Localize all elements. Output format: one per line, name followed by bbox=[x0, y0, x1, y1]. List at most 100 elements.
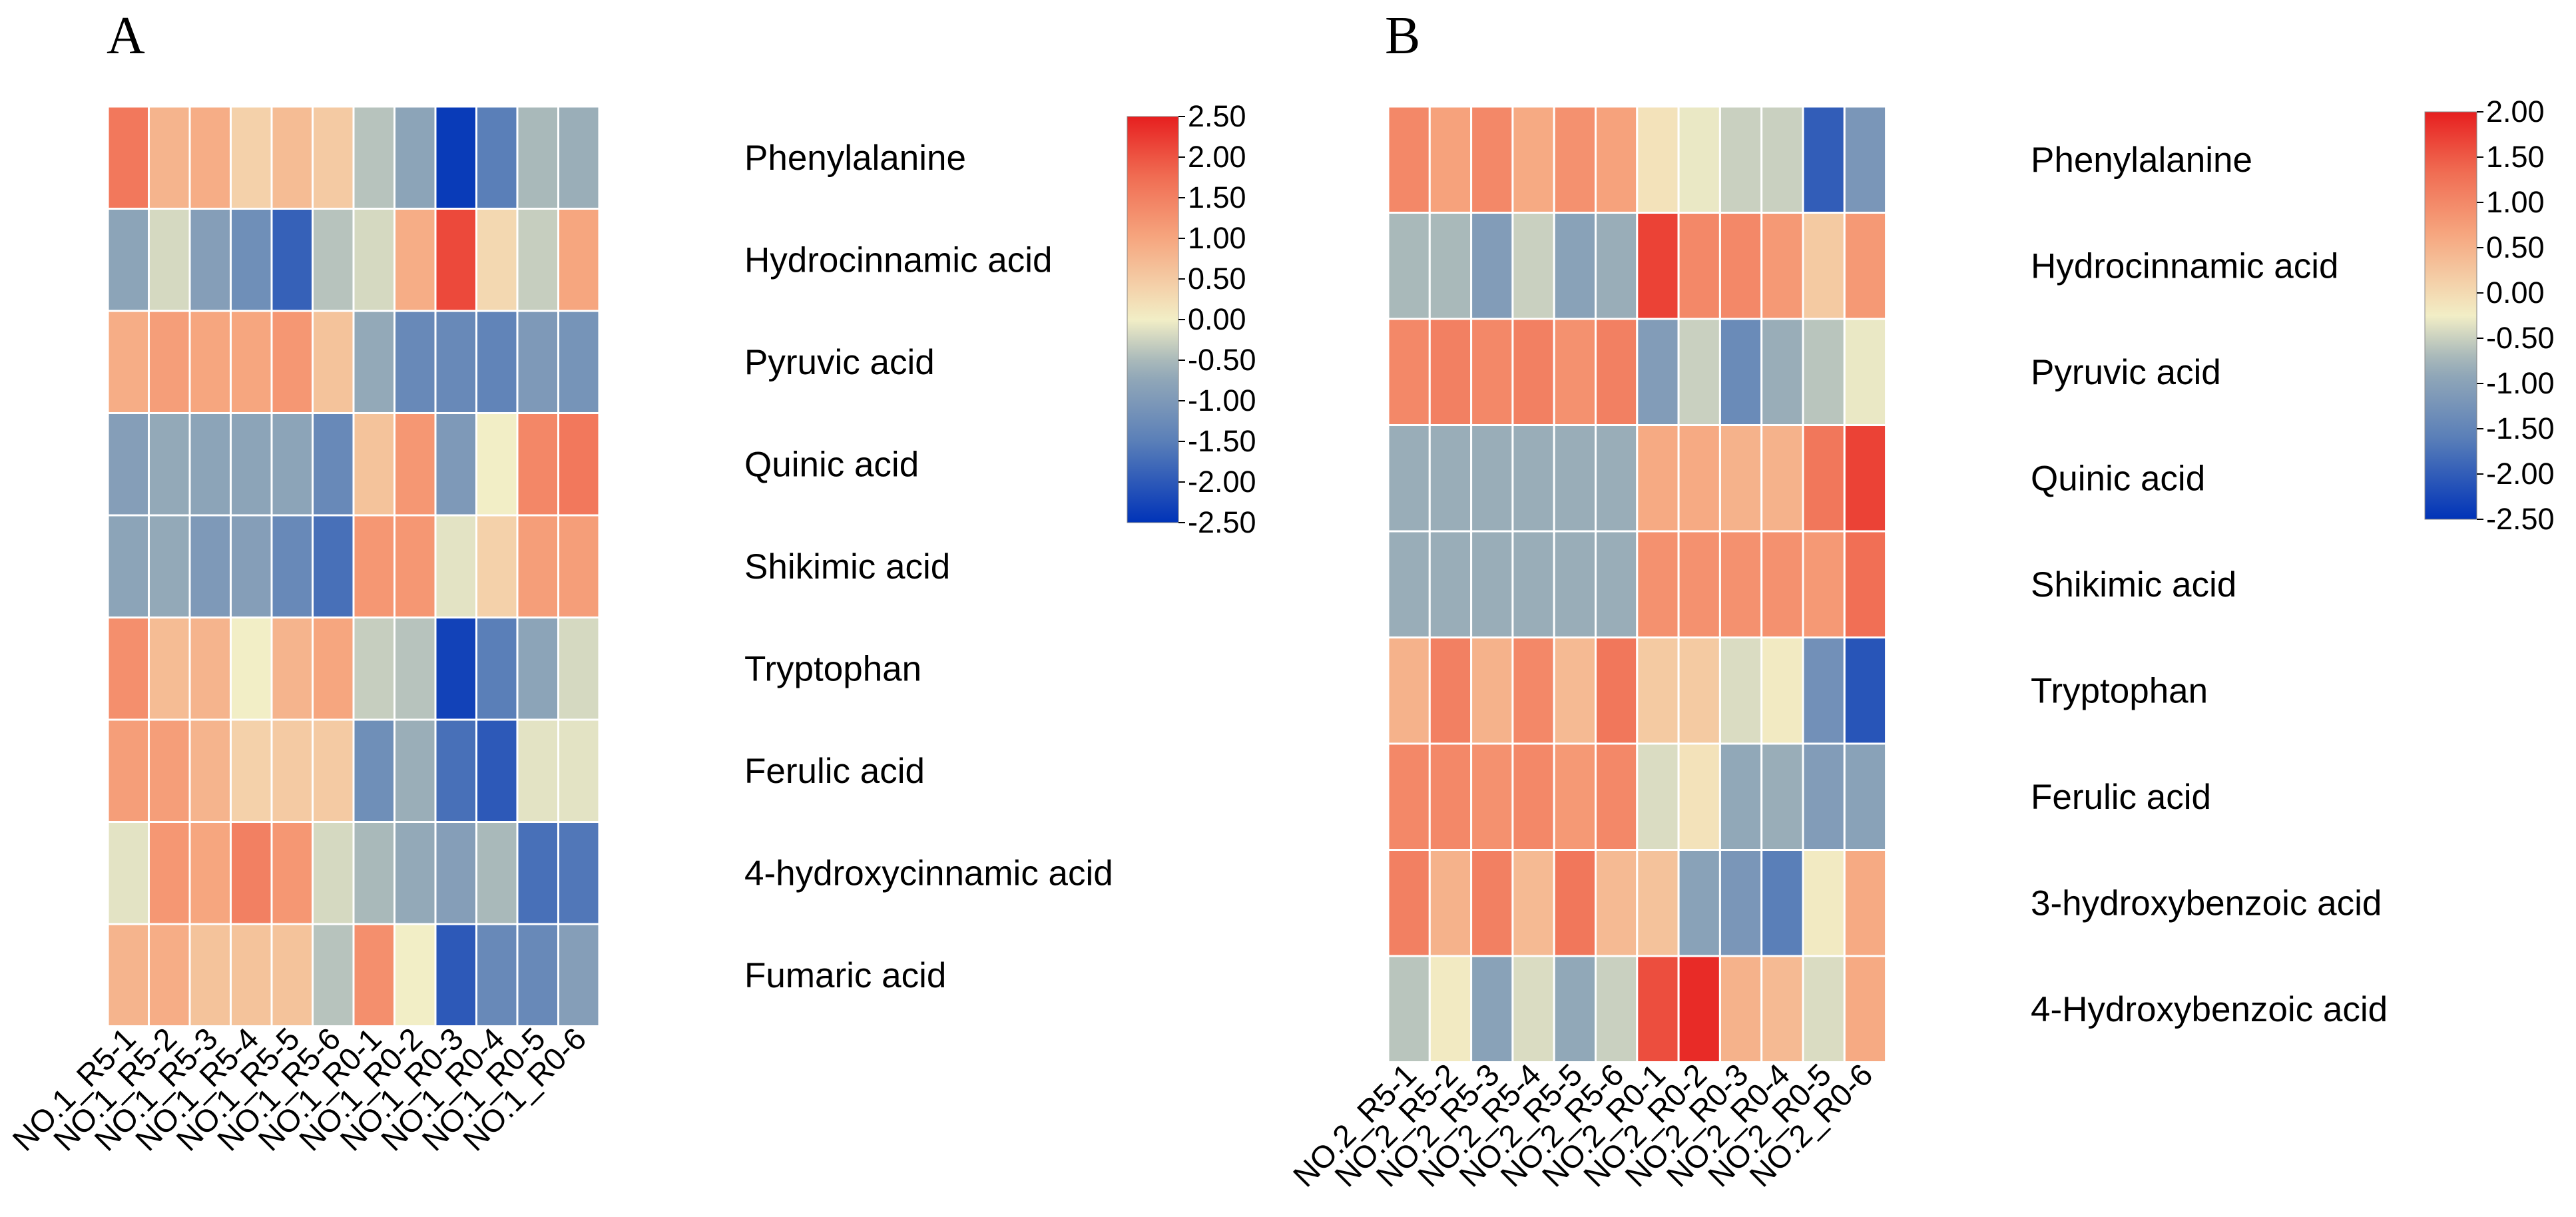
heatmap-cell bbox=[230, 105, 273, 210]
heatmap-cell bbox=[188, 105, 232, 210]
heatmap-cell bbox=[1387, 955, 1431, 1063]
heatmap-cell bbox=[1843, 955, 1888, 1063]
heatmap-cell bbox=[188, 616, 232, 721]
row-label: Fumaric acid bbox=[744, 956, 946, 995]
heatmap-cell bbox=[1718, 212, 1763, 320]
heatmap-cell bbox=[516, 310, 559, 414]
heatmap-cell bbox=[1677, 424, 1721, 533]
heatmap-cell bbox=[1595, 742, 1639, 851]
heatmap-cell bbox=[1843, 212, 1888, 320]
row-label: Shikimic acid bbox=[2031, 565, 2236, 605]
heatmap-cell bbox=[1802, 212, 1846, 320]
heatmap-cell bbox=[148, 923, 191, 1027]
heatmap-cell bbox=[1843, 105, 1888, 214]
colorbar-tick-label: -1.00 bbox=[1188, 383, 1256, 417]
row-label: Pyruvic acid bbox=[744, 343, 935, 382]
heatmap-cell bbox=[1387, 105, 1431, 214]
heatmap-cell bbox=[1387, 849, 1431, 957]
heatmap-cell bbox=[1718, 530, 1763, 638]
heatmap-cell bbox=[270, 105, 314, 210]
heatmap-cell bbox=[475, 208, 519, 312]
heatmap-cell bbox=[107, 821, 150, 925]
heatmap-cell bbox=[475, 514, 519, 618]
colorbar-b: 2.001.501.000.500.00-0.50-1.00-1.50-2.00… bbox=[2424, 95, 2555, 536]
heatmap-cell bbox=[1553, 318, 1597, 426]
heatmap-cell bbox=[1387, 742, 1431, 851]
colorbar-tick-label: -2.50 bbox=[1188, 505, 1256, 539]
heatmap-cell bbox=[1718, 318, 1763, 426]
heatmap-cell bbox=[352, 616, 395, 721]
heatmap-cell bbox=[148, 310, 191, 414]
colorbar-tick-label: 1.00 bbox=[1188, 221, 1246, 255]
heatmap-cell bbox=[516, 105, 559, 210]
heatmap-cell bbox=[1636, 105, 1680, 214]
heatmap-cell bbox=[1511, 318, 1555, 426]
heatmap-cell bbox=[148, 616, 191, 721]
heatmap-cell bbox=[434, 412, 477, 517]
heatmap-cell bbox=[107, 923, 150, 1027]
heatmap-cell bbox=[1470, 742, 1514, 851]
heatmap-cell bbox=[1387, 636, 1431, 745]
colorbar-tick-label: -1.00 bbox=[2486, 366, 2555, 400]
heatmap-cell bbox=[1843, 424, 1888, 533]
heatmap-cell bbox=[557, 310, 601, 414]
heatmap-cell bbox=[1718, 105, 1763, 214]
heatmap-cell bbox=[270, 412, 314, 517]
colorbar-tick-label: -0.50 bbox=[2486, 321, 2555, 355]
colorbar-tick-label: 0.50 bbox=[2486, 230, 2545, 264]
heatmap-cell bbox=[1511, 955, 1555, 1063]
heatmap-cell bbox=[1636, 636, 1680, 745]
heatmap-cell bbox=[1387, 318, 1431, 426]
row-label: 4-hydroxycinnamic acid bbox=[744, 853, 1113, 893]
heatmap-cell bbox=[107, 105, 150, 210]
heatmap-cell bbox=[107, 718, 150, 823]
row-label: Shikimic acid bbox=[744, 547, 950, 587]
heatmap-cell bbox=[1553, 849, 1597, 957]
heatmap-cell bbox=[475, 105, 519, 210]
colorbar-tick-label: -1.50 bbox=[2486, 411, 2555, 445]
row-label: Pyruvic acid bbox=[2031, 353, 2221, 392]
row-label: Quinic acid bbox=[744, 445, 919, 484]
heatmap-cell bbox=[557, 821, 601, 925]
heatmap-cell bbox=[1760, 742, 1804, 851]
heatmap-cell bbox=[475, 821, 519, 925]
colorbar-a: 2.502.001.501.000.500.00-0.50-1.00-1.50-… bbox=[1127, 99, 1256, 539]
row-label: Tryptophan bbox=[744, 649, 921, 688]
heatmap-cell bbox=[312, 310, 355, 414]
heatmap-cell bbox=[270, 718, 314, 823]
heatmap-cell bbox=[188, 412, 232, 517]
heatmap-cell bbox=[1470, 212, 1514, 320]
heatmap-cell bbox=[230, 616, 273, 721]
heatmap-cell bbox=[1595, 424, 1639, 533]
heatmap-cell bbox=[1553, 424, 1597, 533]
heatmap-cell bbox=[1760, 424, 1804, 533]
heatmap-cell bbox=[557, 412, 601, 517]
colorbar-gradient bbox=[1127, 116, 1179, 523]
heatmap-cell bbox=[230, 821, 273, 925]
colorbar-tick-label: 1.50 bbox=[2486, 140, 2545, 174]
panel-label-b: B bbox=[1385, 7, 1420, 65]
colorbar-tick-label: 0.00 bbox=[2486, 276, 2545, 310]
heatmap-cell bbox=[1718, 955, 1763, 1063]
heatmap-cell bbox=[557, 105, 601, 210]
row-label: Hydrocinnamic acid bbox=[744, 240, 1052, 280]
heatmap-cell bbox=[393, 923, 437, 1027]
heatmap-cell bbox=[148, 514, 191, 618]
row-label: Tryptophan bbox=[2031, 671, 2208, 710]
heatmap-cell bbox=[230, 923, 273, 1027]
heatmap-cell bbox=[352, 821, 395, 925]
column-labels-b: NO.2_R5-1NO.2_R5-2NO.2_R5-3NO.2_R5-4NO.2… bbox=[1286, 1057, 1880, 1194]
heatmap-cell bbox=[230, 310, 273, 414]
colorbar-tick-label: 0.00 bbox=[1188, 302, 1246, 336]
heatmap-cell bbox=[1553, 955, 1597, 1063]
heatmap-cell bbox=[312, 208, 355, 312]
colorbar-tick-label: -2.00 bbox=[2486, 457, 2555, 491]
row-label: Ferulic acid bbox=[744, 752, 925, 791]
heatmap-cell bbox=[148, 821, 191, 925]
heatmap-cell bbox=[1802, 742, 1846, 851]
heatmap-cell bbox=[230, 718, 273, 823]
heatmap-cell bbox=[352, 514, 395, 618]
heatmap-cell bbox=[1760, 318, 1804, 426]
heatmap-cell bbox=[1802, 105, 1846, 214]
